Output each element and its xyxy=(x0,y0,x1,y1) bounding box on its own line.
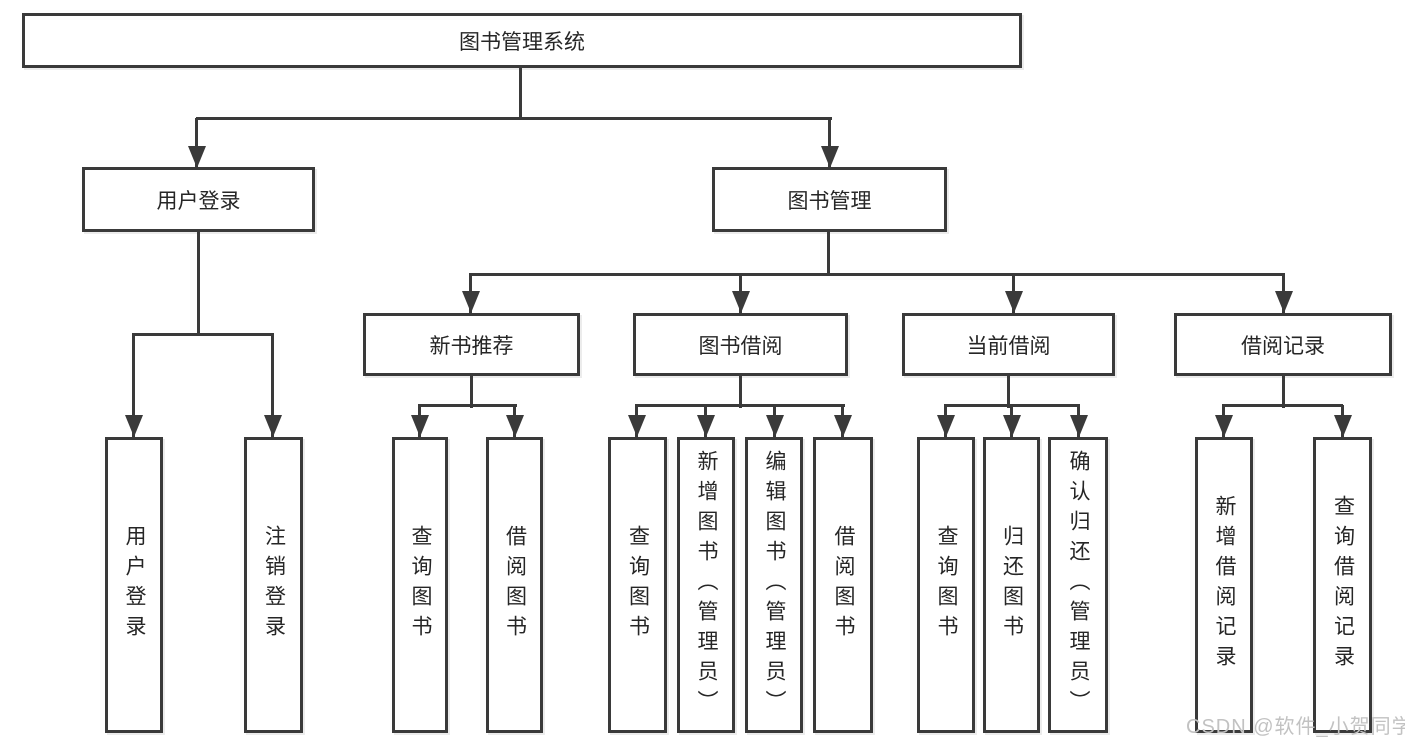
node-book-mgmt-label: 图书管理 xyxy=(787,189,872,213)
node-book-borrow: 图书借阅 xyxy=(633,313,848,376)
connector-user-login-bar xyxy=(132,333,274,336)
arrow-to-book-borrow xyxy=(739,274,742,313)
leaf-query-book-2: 查询图书 xyxy=(608,437,667,733)
node-book-borrow-label: 图书借阅 xyxy=(698,334,783,358)
leaf-borrow-book-1: 借阅图书 xyxy=(486,437,543,733)
arrow-to-leaf-user-login xyxy=(132,334,135,437)
leaf-query-book-1-label: 查询图书 xyxy=(409,525,433,645)
leaf-return-book-label: 归还图书 xyxy=(1000,525,1024,645)
connector-book-borrow-stem xyxy=(739,376,742,408)
leaf-borrow-book-2: 借阅图书 xyxy=(813,437,873,733)
leaf-confirm-return-label: 确认归还（管理员） xyxy=(1067,450,1091,720)
leaf-query-borrow-record: 查询借阅记录 xyxy=(1313,437,1372,733)
leaf-edit-book: 编辑图书（管理员） xyxy=(745,437,803,733)
arrow-to-leaf-logout xyxy=(271,334,274,437)
arrow-to-borrow-book-1 xyxy=(513,405,516,437)
arrow-to-add-borrow-record xyxy=(1222,405,1225,437)
arrow-to-new-book-recommend xyxy=(469,274,472,313)
leaf-logout-label: 注销登录 xyxy=(262,525,286,645)
node-user-login: 用户登录 xyxy=(82,167,315,232)
node-root-label: 图书管理系统 xyxy=(459,30,585,54)
leaf-add-borrow-record-label: 新增借阅记录 xyxy=(1213,495,1237,675)
leaf-add-book: 新增图书（管理员） xyxy=(677,437,735,733)
node-current-borrow: 当前借阅 xyxy=(902,313,1115,376)
connector-book-mgmt-bar xyxy=(469,273,1285,276)
node-new-book-recommend: 新书推荐 xyxy=(363,313,580,376)
connector-borrow-records-bar xyxy=(1222,404,1343,407)
connector-root-bar xyxy=(196,117,832,120)
connector-borrow-records-stem xyxy=(1282,376,1285,408)
connector-new-book-bar xyxy=(418,404,517,407)
arrow-to-user-login xyxy=(195,118,198,168)
connector-user-login-stem xyxy=(197,232,200,336)
arrow-to-query-book-1 xyxy=(418,405,421,437)
arrow-to-return-book xyxy=(1010,405,1013,437)
node-book-mgmt: 图书管理 xyxy=(712,167,947,232)
connector-root-stem xyxy=(519,68,522,120)
leaf-logout: 注销登录 xyxy=(244,437,303,733)
arrow-to-query-book-2 xyxy=(635,405,638,437)
connector-new-book-stem xyxy=(470,376,473,408)
arrow-to-borrow-book-2 xyxy=(841,405,844,437)
leaf-edit-book-label: 编辑图书（管理员） xyxy=(763,450,787,720)
leaf-borrow-book-2-label: 借阅图书 xyxy=(832,525,856,645)
leaf-query-book-2-label: 查询图书 xyxy=(626,525,650,645)
node-user-login-label: 用户登录 xyxy=(156,189,241,213)
leaf-query-book-1: 查询图书 xyxy=(392,437,448,733)
node-root: 图书管理系统 xyxy=(22,13,1022,68)
node-new-book-recommend-label: 新书推荐 xyxy=(429,334,514,358)
leaf-user-login-label: 用户登录 xyxy=(123,525,147,645)
arrow-to-book-mgmt xyxy=(828,118,831,168)
leaf-query-borrow-record-label: 查询借阅记录 xyxy=(1331,495,1355,675)
leaf-confirm-return: 确认归还（管理员） xyxy=(1048,437,1108,733)
arrow-to-query-book-3 xyxy=(944,405,947,437)
arrow-to-edit-book xyxy=(773,405,776,437)
leaf-query-book-3-label: 查询图书 xyxy=(935,525,959,645)
arrow-to-borrow-records xyxy=(1282,274,1285,313)
leaf-user-login: 用户登录 xyxy=(105,437,163,733)
leaf-query-book-3: 查询图书 xyxy=(917,437,975,733)
leaf-add-borrow-record: 新增借阅记录 xyxy=(1195,437,1253,733)
leaf-add-book-label: 新增图书（管理员） xyxy=(695,450,719,720)
leaf-borrow-book-1-label: 借阅图书 xyxy=(503,525,527,645)
connector-current-borrow-stem xyxy=(1007,376,1010,408)
connector-book-mgmt-stem xyxy=(827,232,830,276)
node-borrow-records: 借阅记录 xyxy=(1174,313,1392,376)
node-current-borrow-label: 当前借阅 xyxy=(966,334,1051,358)
csdn-watermark: CSDN @软件_小贺同学 xyxy=(1186,716,1405,738)
arrow-to-add-book xyxy=(704,405,707,437)
arrow-to-current-borrow xyxy=(1012,274,1015,313)
arrow-to-confirm-return xyxy=(1077,405,1080,437)
connector-book-borrow-bar xyxy=(635,404,845,407)
leaf-return-book: 归还图书 xyxy=(983,437,1040,733)
node-borrow-records-label: 借阅记录 xyxy=(1241,334,1325,358)
arrow-to-query-borrow-record xyxy=(1341,405,1344,437)
